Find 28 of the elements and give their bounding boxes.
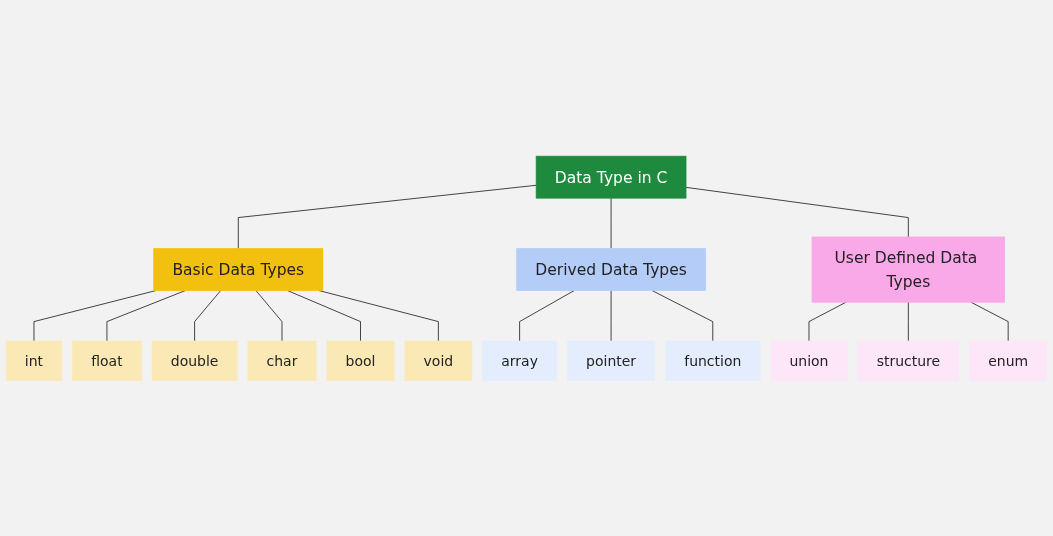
node-box: bool <box>326 340 395 381</box>
connector <box>808 301 847 341</box>
node-box: double <box>151 340 238 381</box>
connector <box>907 301 909 341</box>
node-box: array <box>482 340 557 381</box>
node-box: union <box>770 340 848 381</box>
node-box: Data Type in C <box>535 155 687 199</box>
connector <box>106 289 186 341</box>
node-box: int <box>5 340 63 381</box>
node-box: function <box>665 340 761 381</box>
connector <box>685 186 909 237</box>
node-box: pointer <box>567 340 656 381</box>
connector <box>519 289 575 341</box>
node-box: void <box>404 340 473 381</box>
node-box: User Defined Data Types <box>811 236 1005 303</box>
connector <box>287 289 361 341</box>
connector <box>651 289 714 341</box>
connector <box>970 301 1009 341</box>
connector <box>33 289 157 341</box>
node-box: structure <box>857 340 960 381</box>
node-box: Basic Data Types <box>153 247 324 291</box>
connector <box>194 289 222 341</box>
node-box: enum <box>969 340 1048 381</box>
node-box: Derived Data Types <box>516 247 706 291</box>
connector <box>255 289 283 341</box>
connector <box>237 184 537 249</box>
node-box: float <box>72 340 142 381</box>
node-box: char <box>247 340 317 381</box>
